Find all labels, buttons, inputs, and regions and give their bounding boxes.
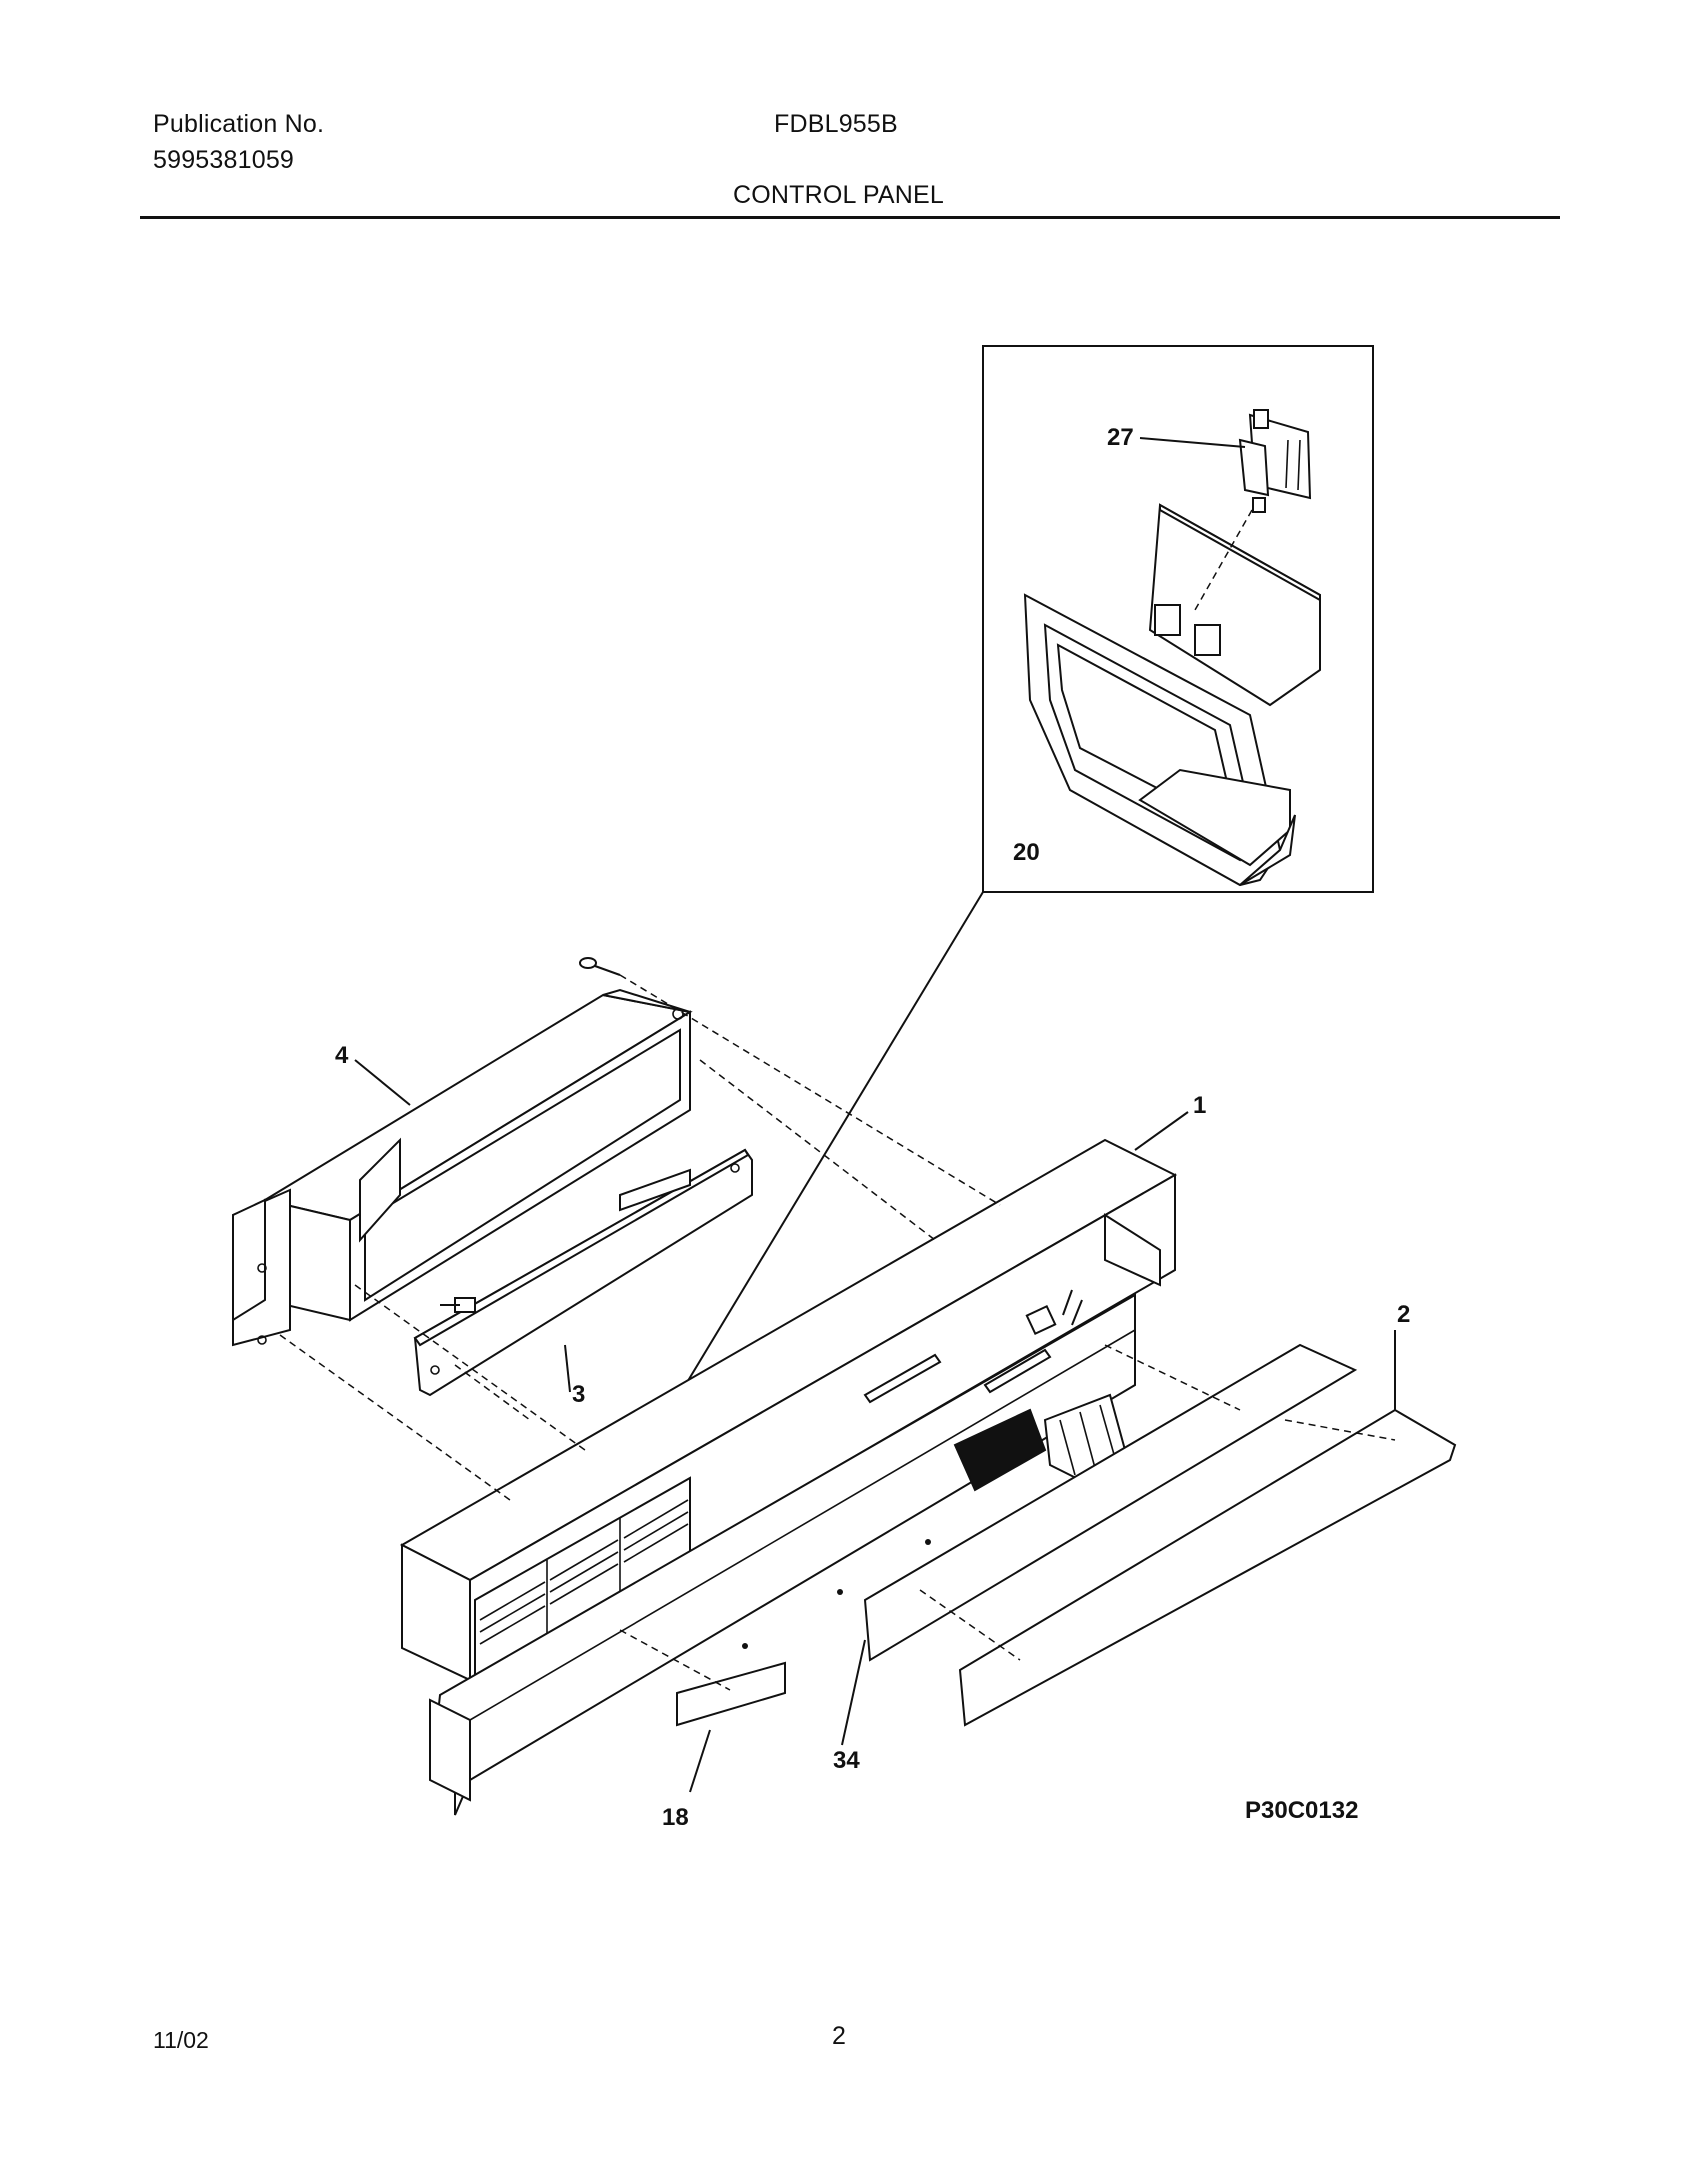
callout-18: 18 [662, 1804, 689, 1831]
inset-detail: 27 20 [644, 345, 1374, 1453]
callout-2: 2 [1397, 1301, 1410, 1328]
figure-code: P30C0132 [1245, 1797, 1358, 1824]
trim-part-2 [958, 1408, 1457, 1727]
callout-1: 1 [1193, 1092, 1206, 1119]
callout-leader-3 [564, 1344, 571, 1393]
inset-leader-line [644, 891, 984, 1453]
publication-label: Publication No. [153, 110, 325, 138]
header-rule [140, 216, 1560, 219]
model-number: FDBL955B [774, 110, 898, 138]
callout-3: 3 [572, 1381, 585, 1408]
inset-frame [982, 345, 1374, 893]
callout-leader-1 [1134, 1111, 1189, 1151]
switch-housing-part-20 [1023, 503, 1321, 887]
callout-leader-4 [354, 1059, 411, 1106]
callout-20: 20 [1013, 839, 1040, 866]
revision-date: 11/02 [153, 2027, 209, 2053]
callout-leader-18 [689, 1729, 711, 1793]
screw [579, 957, 621, 976]
section-title: CONTROL PANEL [733, 181, 944, 209]
callout-27: 27 [1107, 424, 1134, 451]
callout-4: 4 [335, 1042, 349, 1069]
control-board-part-3 [413, 1148, 753, 1397]
overlay-part-34 [863, 1343, 1358, 1662]
switch-part-27 [1238, 409, 1312, 513]
callout-34: 34 [833, 1747, 860, 1774]
page-number: 2 [832, 2022, 846, 2050]
badge-part-18 [676, 1661, 786, 1727]
control-panel-part-1 [399, 1138, 1178, 1816]
callout-leader-34 [841, 1639, 866, 1746]
housing-part-4 [232, 988, 693, 1347]
publication-number: 5995381059 [153, 146, 295, 174]
callout-leader-27 [1139, 437, 1246, 448]
assembly-lines [279, 974, 1396, 1691]
